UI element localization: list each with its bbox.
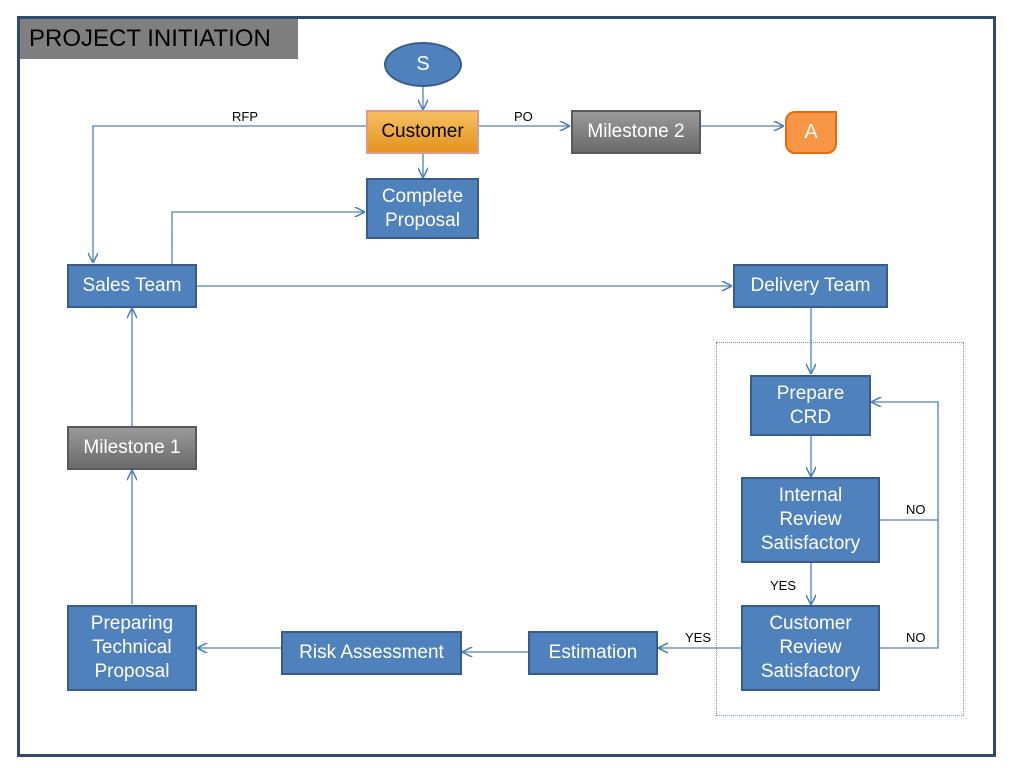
preparing-technical-proposal-node[interactable]: Preparing Technical Proposal bbox=[67, 605, 197, 691]
yes-internal-label: YES bbox=[770, 578, 797, 593]
edge-customer-sales-team-rfp bbox=[93, 125, 366, 262]
internal-review-node[interactable]: Internal Review Satisfactory bbox=[741, 477, 880, 563]
delivery-team-node[interactable]: Delivery Team bbox=[733, 264, 888, 308]
milestone-2-node[interactable]: Milestone 2 bbox=[571, 110, 701, 154]
rfp-label: RFP bbox=[232, 109, 258, 124]
no-customer-label: NO bbox=[906, 630, 926, 645]
start-node[interactable]: S bbox=[384, 42, 462, 87]
milestone-1-node[interactable]: Milestone 1 bbox=[67, 426, 197, 470]
connector-a-node[interactable]: A bbox=[785, 111, 837, 154]
customer-review-node[interactable]: Customer Review Satisfactory bbox=[741, 605, 880, 691]
yes-customer-label: YES bbox=[685, 630, 712, 645]
estimation-node[interactable]: Estimation bbox=[528, 631, 658, 675]
sales-team-node[interactable]: Sales Team bbox=[67, 264, 197, 308]
edge-customer-review-no-loop bbox=[872, 402, 939, 649]
edge-sales-team-complete-proposal bbox=[171, 212, 364, 264]
po-label: PO bbox=[514, 109, 533, 124]
page-title: PROJECT INITIATION bbox=[20, 19, 298, 59]
review-loop-group bbox=[716, 342, 964, 716]
risk-assessment-node[interactable]: Risk Assessment bbox=[281, 631, 462, 675]
customer-node[interactable]: Customer bbox=[366, 110, 479, 154]
complete-proposal-node[interactable]: Complete Proposal bbox=[366, 178, 479, 239]
no-internal-label: NO bbox=[906, 502, 926, 517]
prepare-crd-node[interactable]: Prepare CRD bbox=[750, 375, 871, 436]
